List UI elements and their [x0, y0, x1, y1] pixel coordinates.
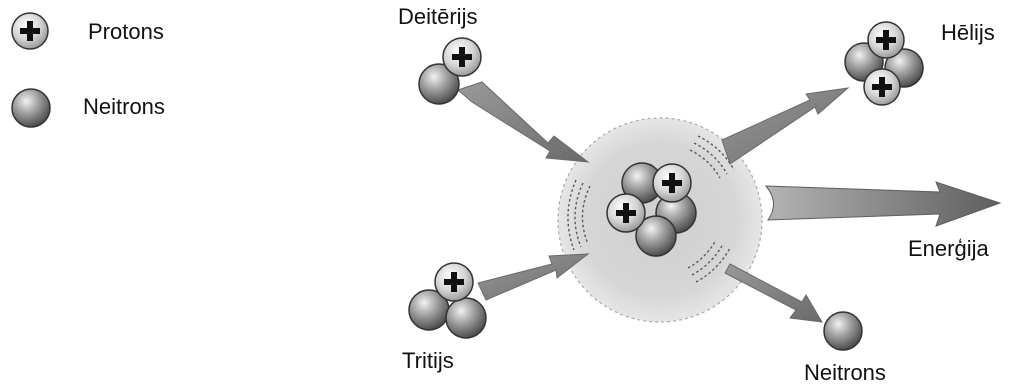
- neutron-arrow: [725, 264, 822, 322]
- legend-proton-label: Protons: [88, 21, 164, 43]
- helium-arrow: [722, 88, 848, 164]
- tritium-neutron: [446, 298, 486, 338]
- deuterium-label: Deitērijs: [398, 6, 477, 28]
- emitted-neutron: [824, 312, 862, 350]
- legend-proton-symbol: [12, 13, 48, 49]
- deuterium-arrow: [458, 82, 588, 162]
- energy-label: Enerģija: [908, 238, 989, 260]
- tritium-arrow: [478, 254, 588, 300]
- neutron-output-label: Neitrons: [804, 362, 886, 384]
- energy-arrow: [766, 182, 1000, 226]
- legend-neutron-label: Neitrons: [83, 96, 165, 118]
- legend-neutron-symbol: [12, 89, 50, 127]
- tritium-label: Tritijs: [402, 350, 454, 372]
- tritium-particle: [409, 263, 486, 338]
- helium-label: Hēlijs: [941, 22, 995, 44]
